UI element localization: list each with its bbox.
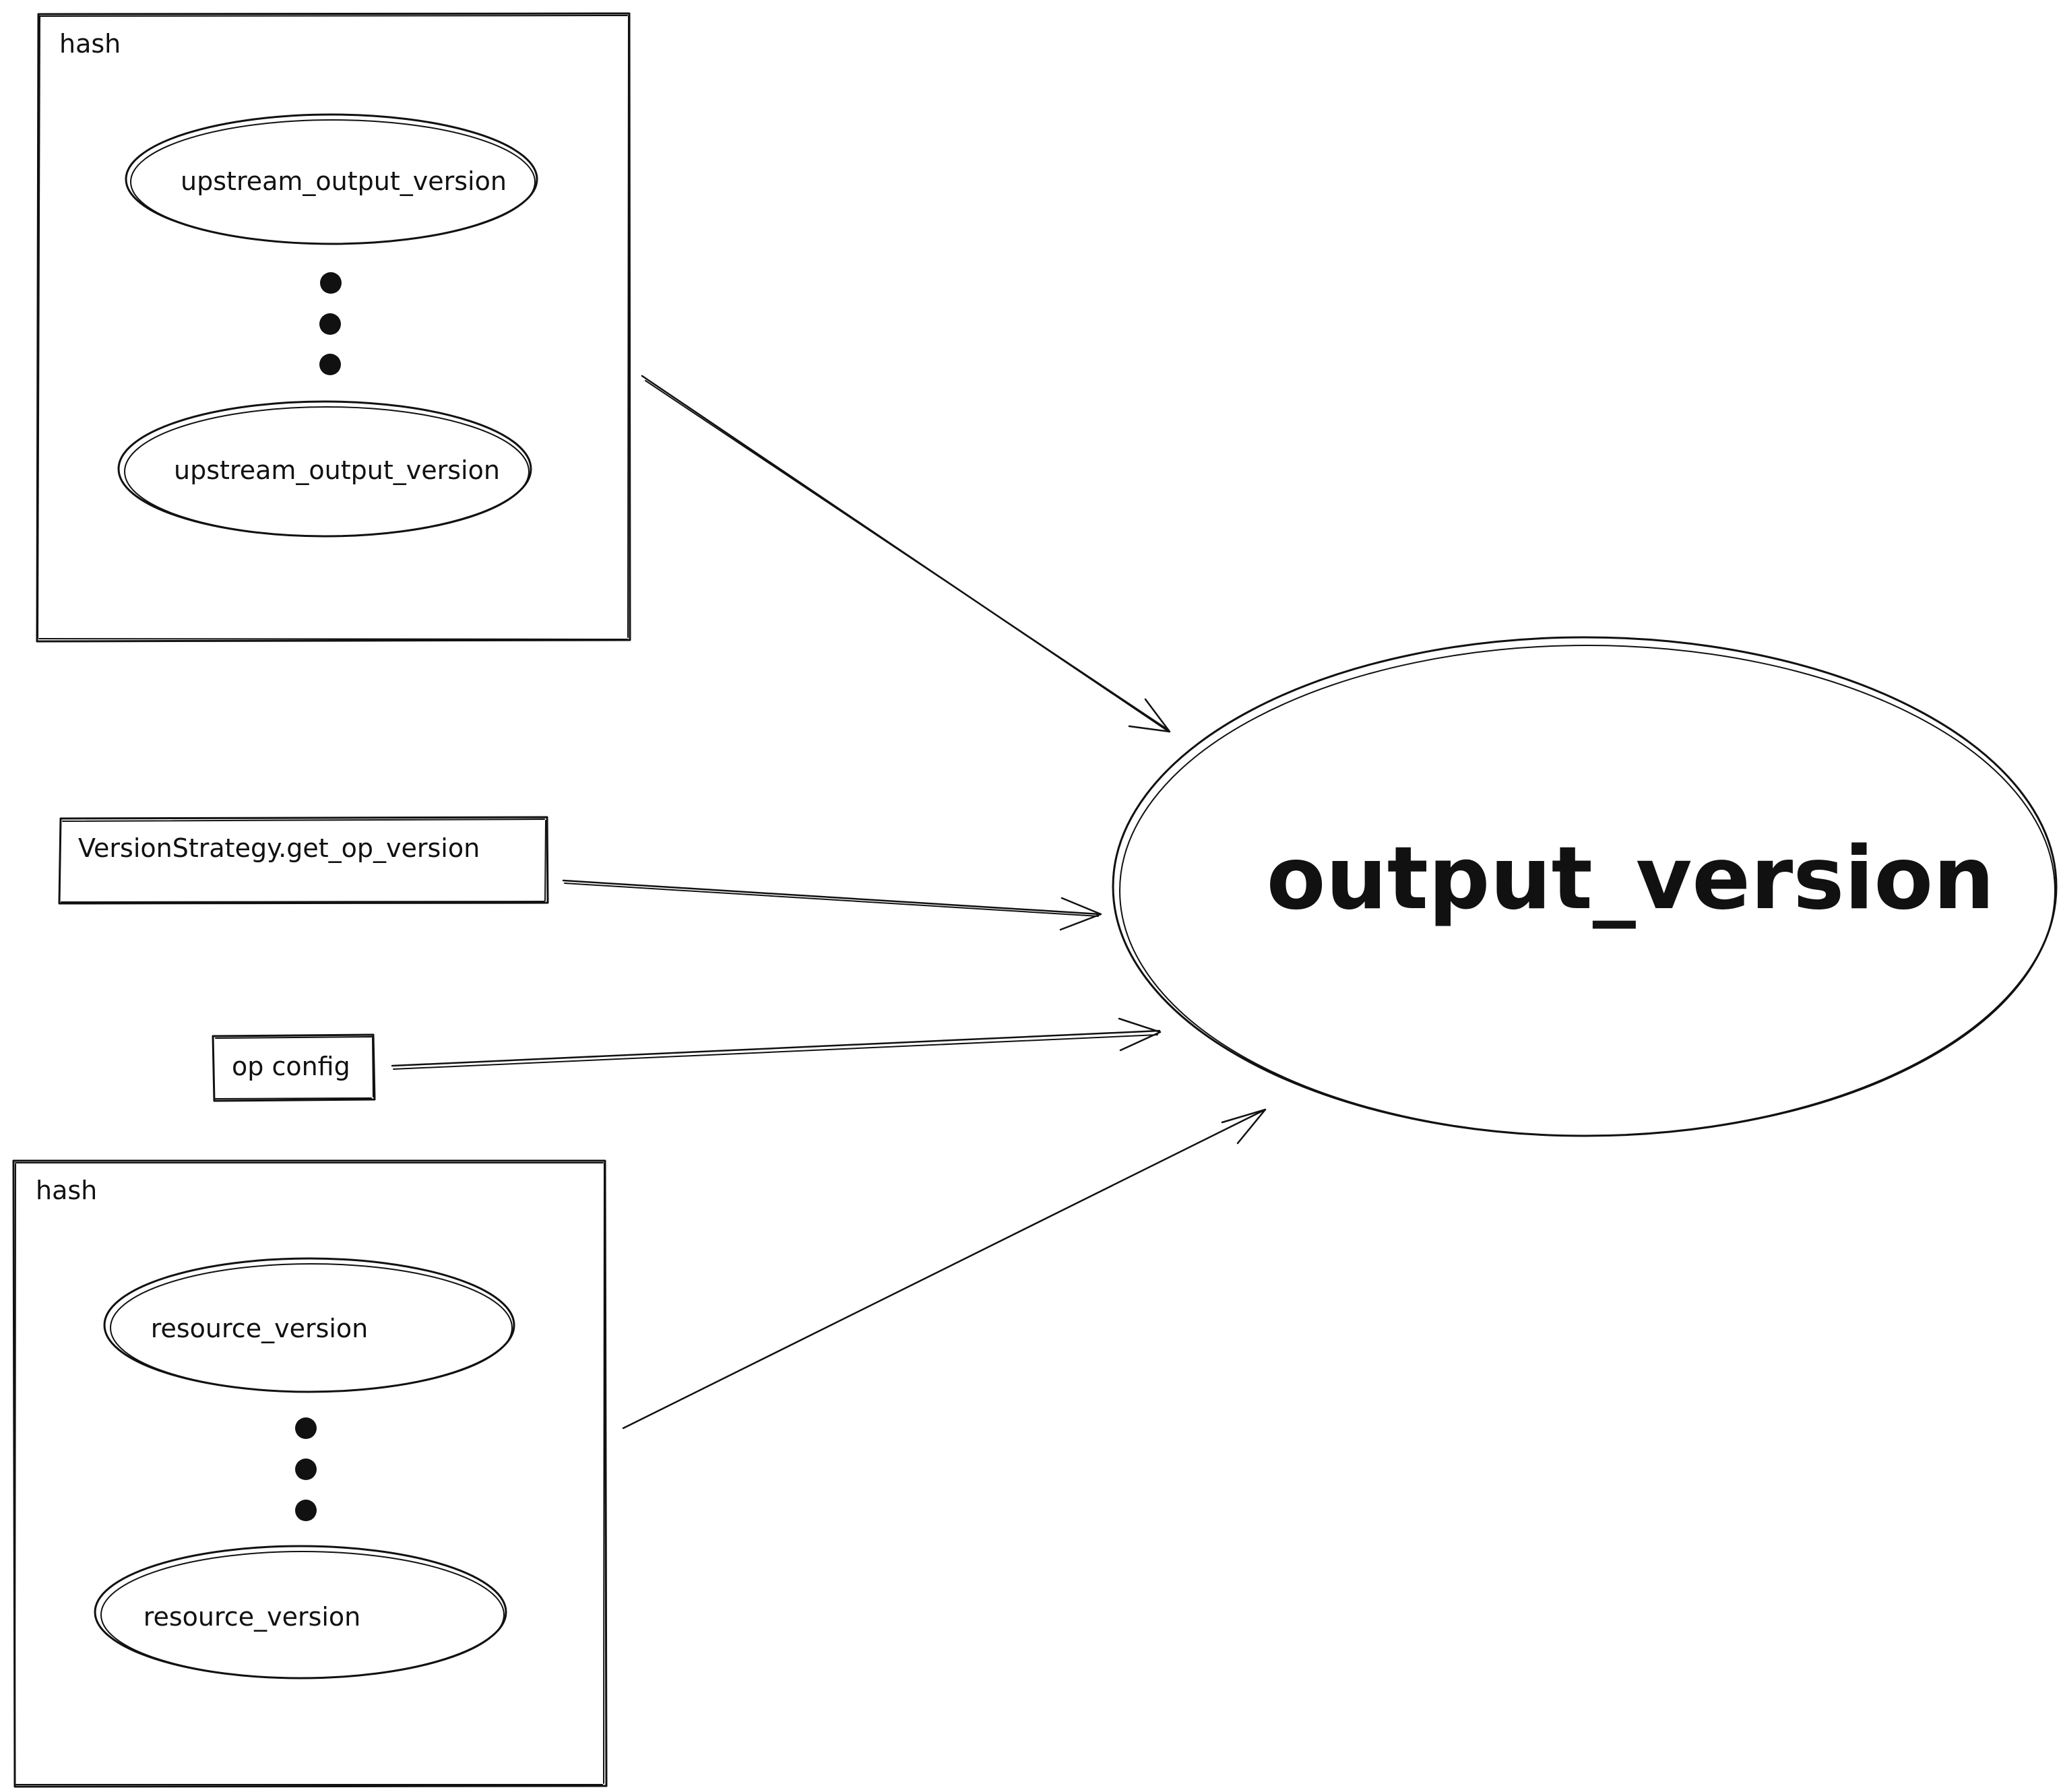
op-config-box: op config [212,1033,376,1102]
upstream-output-version-label-2: upstream_output_version [174,455,500,485]
vertical-ellipsis-dots-bottom [295,1417,317,1521]
op-config-label: op config [232,1052,350,1081]
output-version-node: output_version [1112,636,2058,1137]
arrow-right-icon [1118,1017,1162,1052]
arrow-op-version-to-output [562,879,1102,931]
upstream-output-version-node-1: upstream_output_version [125,113,538,245]
arrow-right-icon [1128,698,1171,733]
bottom-hash-label: hash [36,1176,97,1205]
op-version-label: VersionStrategy.get_op_version [78,833,480,863]
op-version-box: VersionStrategy.get_op_version [58,816,549,905]
top-hash-group: hash upstream_output_version upstream_ou… [36,12,631,643]
vertical-ellipsis-dots [319,272,342,375]
resource-version-label-2: resource_version [144,1602,361,1632]
resource-version-label-1: resource_version [151,1314,369,1343]
arrow-op-config-to-output [391,1017,1162,1070]
arrow-right-icon [1221,1108,1267,1145]
arrow-bottom-hash-to-output [622,1108,1267,1430]
output-version-label: output_version [1267,829,1995,929]
resource-version-node-2: resource_version [94,1545,507,1679]
arrow-top-hash-to-output [641,375,1171,733]
upstream-output-version-label-1: upstream_output_version [181,166,507,196]
top-hash-box [36,12,631,643]
arrow-right-icon [1059,897,1102,931]
resource-version-node-1: resource_version [103,1257,515,1393]
top-hash-label: hash [59,29,121,59]
upstream-output-version-node-2: upstream_output_version [117,400,532,538]
bottom-hash-group: hash resource_version resource_version [12,1159,608,1788]
